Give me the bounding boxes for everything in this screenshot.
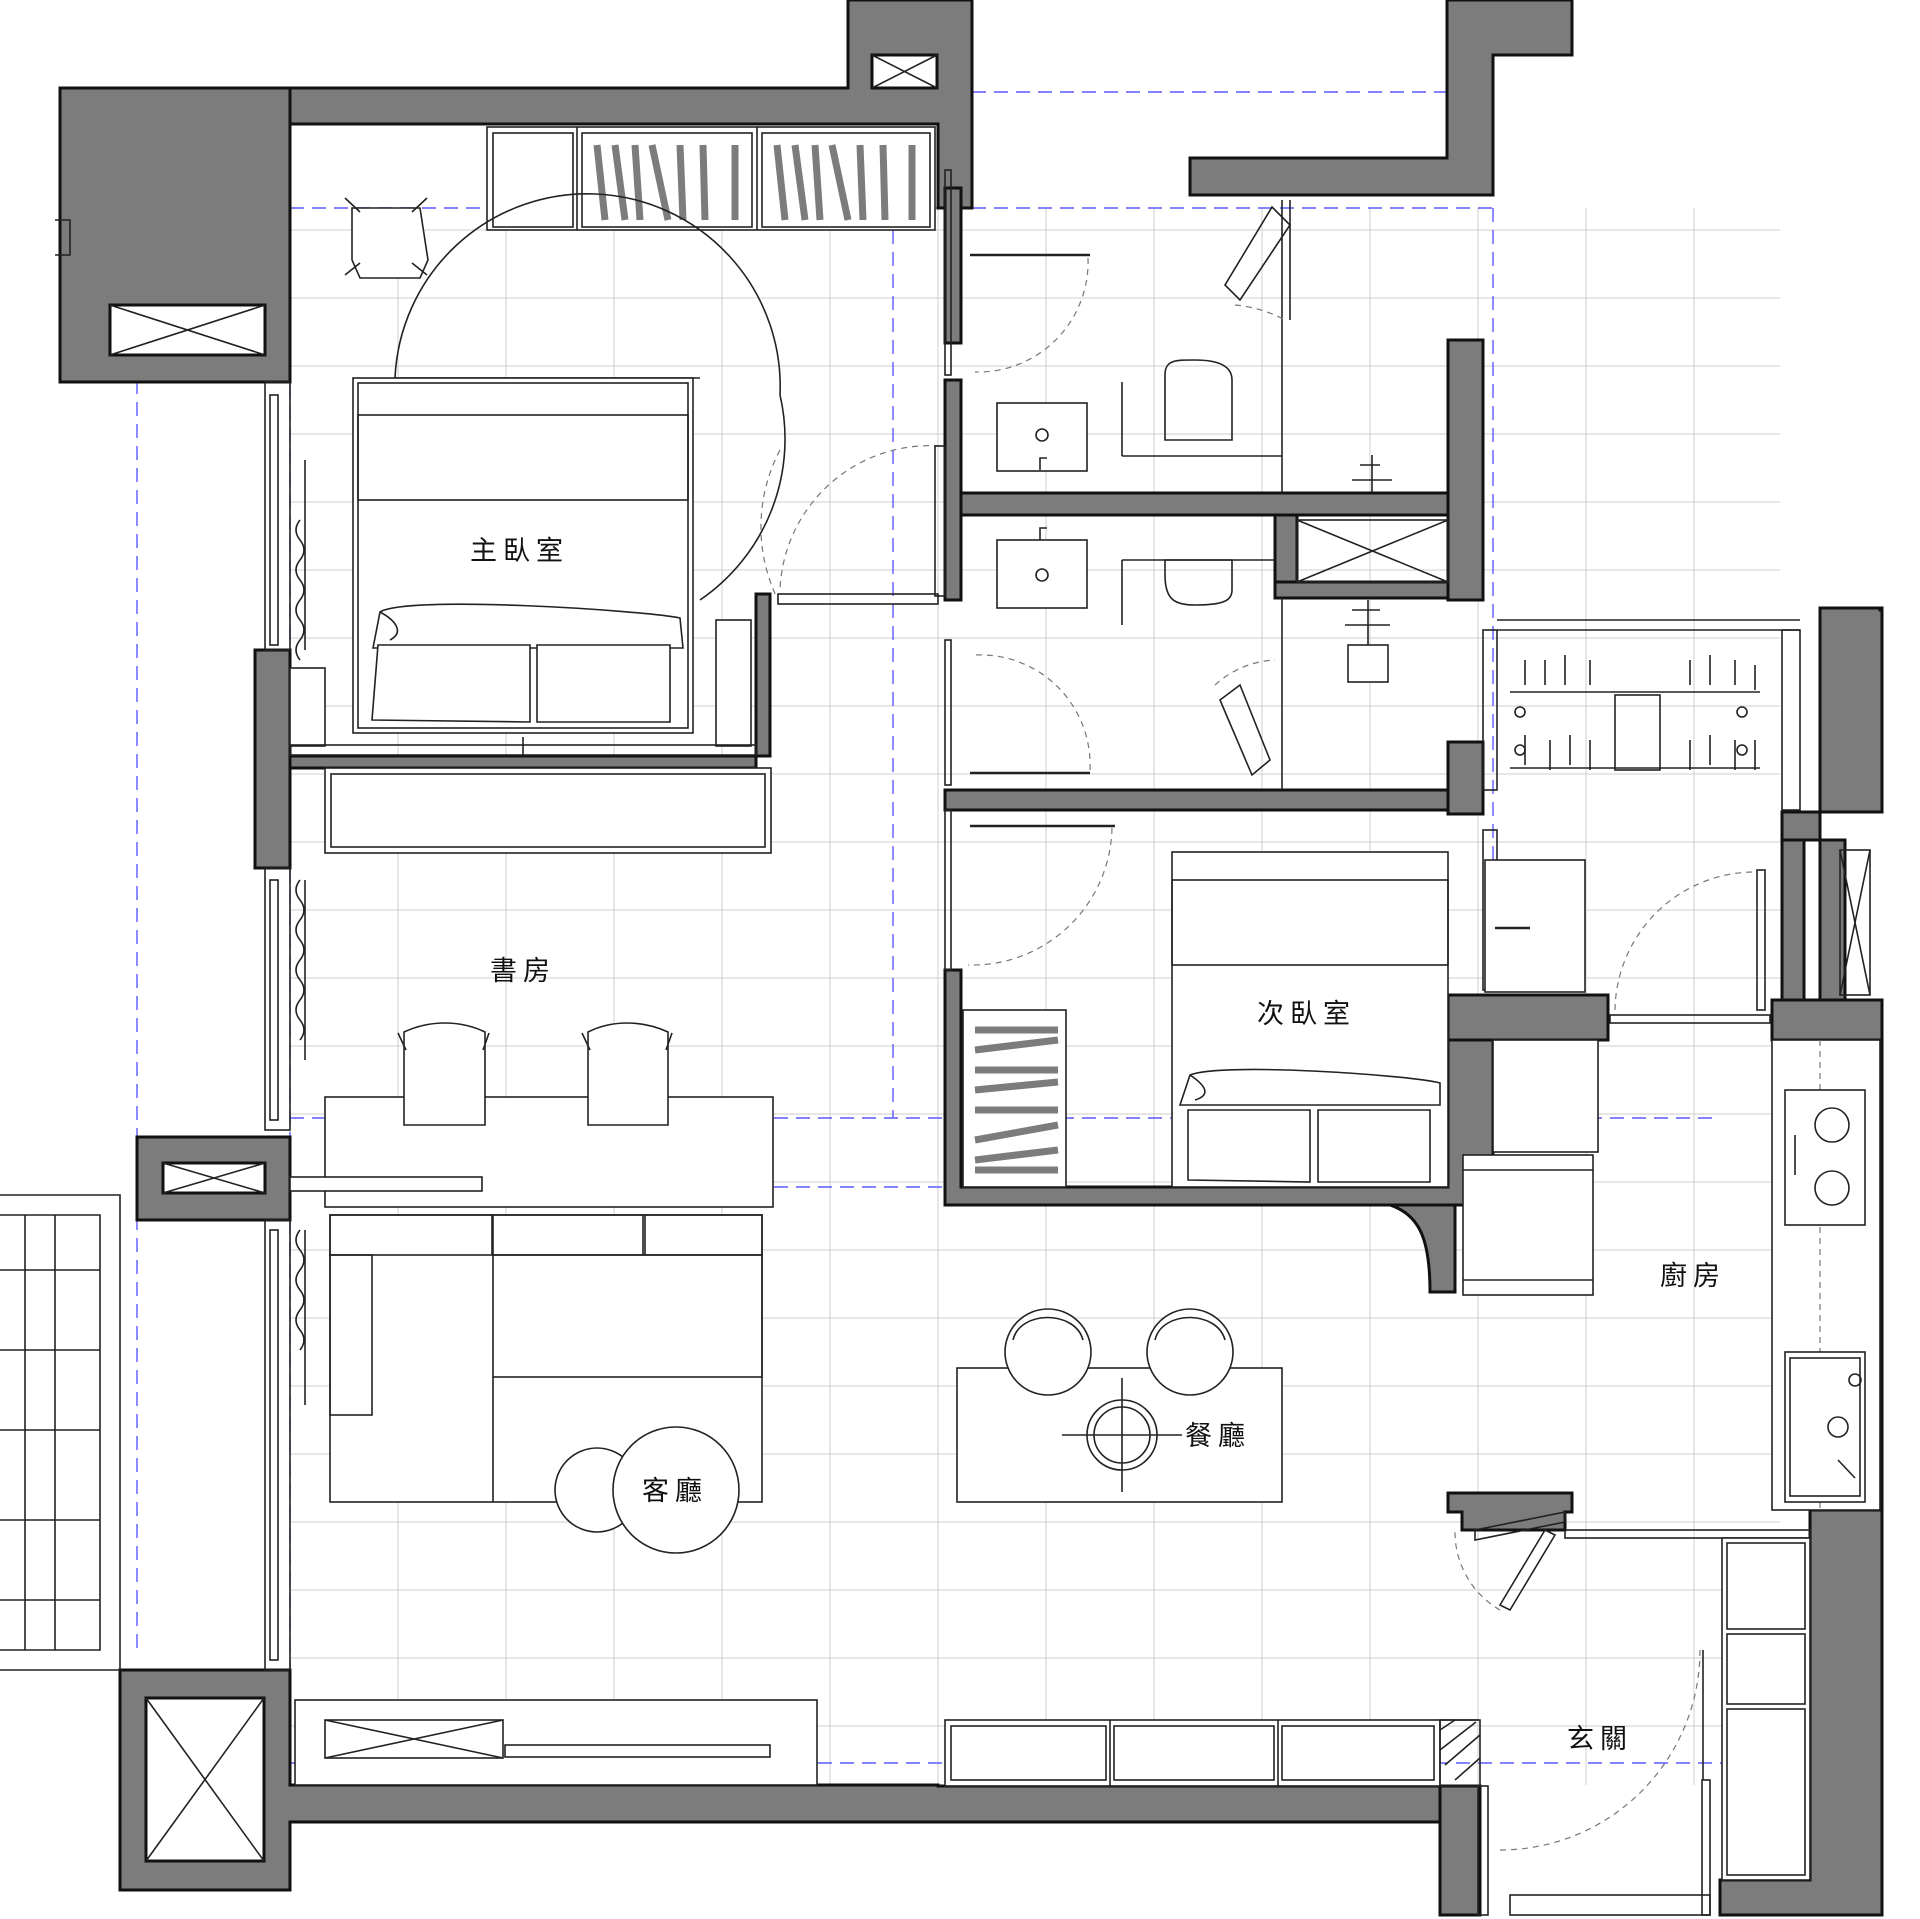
label-entrance: 玄關 (1567, 1724, 1633, 1755)
tv-cabinet (294, 1699, 1441, 1787)
bathroom-lower (944, 519, 1449, 790)
balcony (0, 219, 121, 1671)
bathroom-upper (944, 169, 1392, 493)
study-furniture (289, 767, 774, 1208)
label-second-bedroom: 次臥室 (1257, 999, 1356, 1030)
second-bedroom (944, 809, 1449, 1188)
wall-top-right (1188, 0, 1574, 197)
wardrobe-master (486, 126, 936, 231)
laundry-area (1482, 619, 1871, 1024)
master-bed (289, 193, 786, 756)
label-study: 書房 (490, 956, 556, 987)
chair-icon (344, 197, 429, 279)
label-master-bedroom: 主臥室 (470, 536, 569, 567)
room-labels: 主臥室 書房 次臥室 廚房 餐廳 客廳 玄關 (470, 536, 1726, 1755)
kitchen-counter (1771, 1039, 1881, 1511)
wall-top-master (288, 0, 974, 210)
label-kitchen: 廚房 (1660, 1261, 1726, 1292)
left-windows (264, 381, 306, 1671)
label-living-room: 客廳 (642, 1476, 708, 1507)
corridor-door (777, 445, 946, 605)
label-dining-room: 餐廳 (1185, 1421, 1251, 1452)
wall-master-bottom (288, 592, 772, 770)
dining-table (956, 1308, 1283, 1503)
appliances (1389, 1039, 1599, 1296)
hangers (1524, 655, 1756, 770)
sofa (329, 1214, 763, 1554)
structural-walls (58, 0, 1884, 1917)
entrance (1439, 1511, 1811, 1916)
